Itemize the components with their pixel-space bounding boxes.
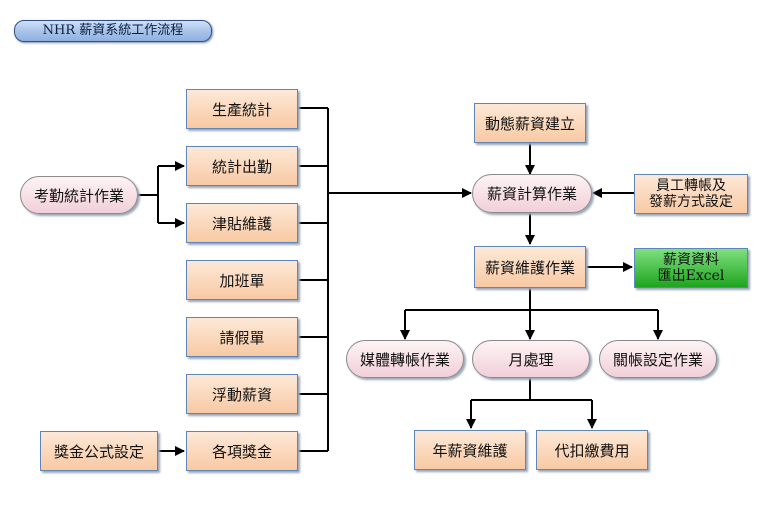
export-line2: 匯出Excel bbox=[657, 268, 725, 284]
node-annual-maint[interactable]: 年薪資維護 bbox=[414, 430, 526, 470]
export-line1: 薪資資料 bbox=[663, 252, 719, 268]
node-withholding[interactable]: 代扣繳費用 bbox=[536, 430, 648, 470]
node-salary-maint[interactable]: 薪資維護作業 bbox=[474, 246, 586, 288]
diagram-title: NHR 薪資系統工作流程 bbox=[14, 20, 212, 42]
node-salary-calc[interactable]: 薪資計算作業 bbox=[472, 174, 592, 213]
node-attendance-stats[interactable]: 考勤統計作業 bbox=[20, 176, 138, 214]
node-stats-attendance[interactable]: 統計出勤 bbox=[186, 146, 298, 186]
transfer-setup-line1: 員工轉帳及 bbox=[656, 178, 726, 194]
node-media-transfer[interactable]: 媒體轉帳作業 bbox=[346, 340, 464, 378]
node-bonuses[interactable]: 各項獎金 bbox=[186, 431, 298, 471]
node-closing-setup[interactable]: 關帳設定作業 bbox=[599, 340, 717, 378]
node-floating-salary[interactable]: 浮動薪資 bbox=[186, 374, 298, 414]
node-overtime-form[interactable]: 加班單 bbox=[186, 260, 298, 300]
node-export-excel[interactable]: 薪資資料 匯出Excel bbox=[634, 248, 748, 288]
node-production-stats[interactable]: 生產統計 bbox=[186, 89, 298, 129]
node-leave-form[interactable]: 請假單 bbox=[186, 317, 298, 357]
transfer-setup-line2: 發薪方式設定 bbox=[649, 194, 733, 210]
node-bonus-formula[interactable]: 獎金公式設定 bbox=[40, 431, 158, 471]
node-dynamic-salary[interactable]: 動態薪資建立 bbox=[474, 103, 586, 143]
node-allowance-maint[interactable]: 津貼維護 bbox=[186, 203, 298, 243]
node-transfer-setup[interactable]: 員工轉帳及 發薪方式設定 bbox=[634, 174, 748, 214]
node-monthly[interactable]: 月處理 bbox=[472, 340, 590, 378]
